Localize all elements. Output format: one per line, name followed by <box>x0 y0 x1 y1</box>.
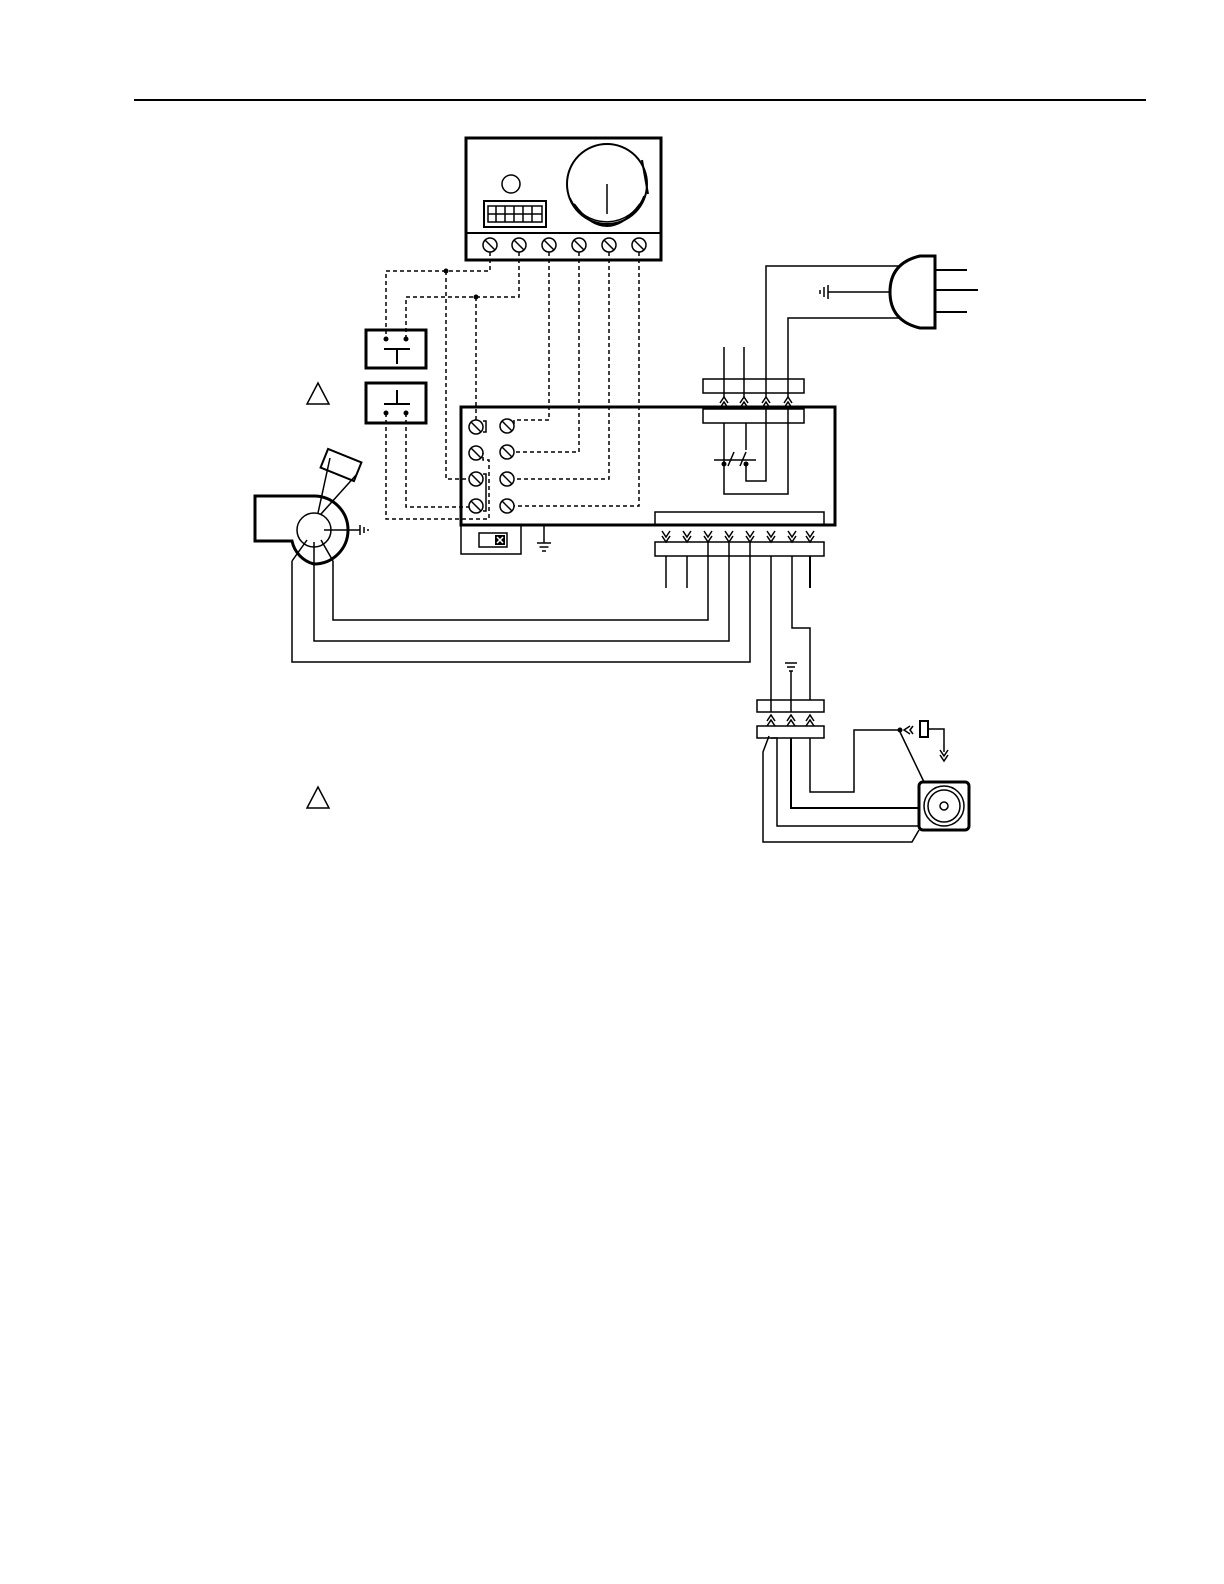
thermostat-dial-icon <box>567 144 648 226</box>
power-plug <box>766 256 978 392</box>
thermostat-display <box>484 201 546 227</box>
door-switch <box>714 408 788 494</box>
module-terminals <box>469 419 514 513</box>
warning-triangle-icon <box>307 383 329 404</box>
control-module <box>461 347 835 588</box>
output-connector <box>655 512 824 588</box>
thermostat <box>466 138 661 260</box>
limit-switch-lower <box>366 383 426 423</box>
thermostat-terminals <box>483 238 646 252</box>
warning-triangle-icon <box>307 787 329 808</box>
ground-icon <box>785 663 797 712</box>
gas-valve-assembly <box>757 556 969 842</box>
limit-switch-upper <box>366 330 426 368</box>
power-connector <box>703 347 804 423</box>
ground-icon <box>537 525 551 551</box>
igniter-sensor-icon <box>898 721 949 782</box>
ground-icon <box>820 285 828 299</box>
thermostat-wiring <box>386 252 639 519</box>
gas-valve <box>919 782 969 830</box>
ground-icon <box>360 525 368 535</box>
fuse-icon <box>479 533 507 547</box>
